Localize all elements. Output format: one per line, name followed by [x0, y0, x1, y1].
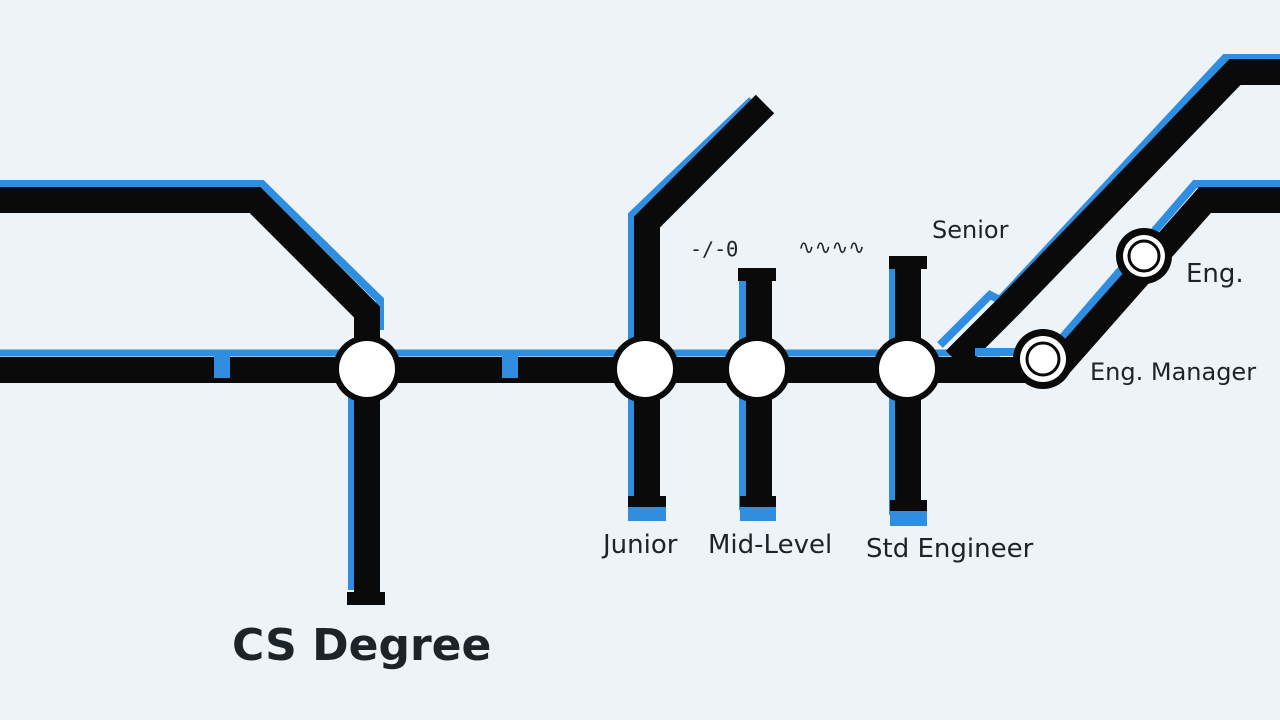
label-std-engineer: Std Engineer — [866, 534, 1034, 564]
trunk-tick-2 — [502, 350, 518, 378]
label-senior: Senior — [932, 216, 1009, 244]
line-main-trunk — [0, 349, 1010, 383]
glyph-right: ∿∿∿∿ — [798, 235, 865, 259]
station-cs-degree[interactable] — [333, 335, 401, 403]
line-senior — [937, 54, 1280, 370]
station-mid-level[interactable] — [723, 335, 791, 403]
station-std-engineer[interactable] — [873, 335, 941, 403]
station-junior[interactable] — [611, 335, 679, 403]
line-cs-degree-spur — [347, 390, 385, 605]
label-junior: Junior — [601, 530, 678, 560]
label-eng-manager: Eng. Manager — [1090, 358, 1256, 386]
line-junior — [628, 94, 775, 521]
glyph-left: -∕-Θ — [690, 237, 738, 261]
label-eng: Eng. — [1186, 259, 1244, 289]
label-mid-level: Mid-Level — [708, 530, 832, 560]
label-cs-degree: CS Degree — [232, 620, 491, 671]
trunk-tick-1 — [214, 350, 230, 378]
line-left-upper — [0, 180, 384, 345]
station-eng[interactable] — [1116, 228, 1172, 284]
station-eng-manager[interactable] — [1013, 329, 1073, 389]
